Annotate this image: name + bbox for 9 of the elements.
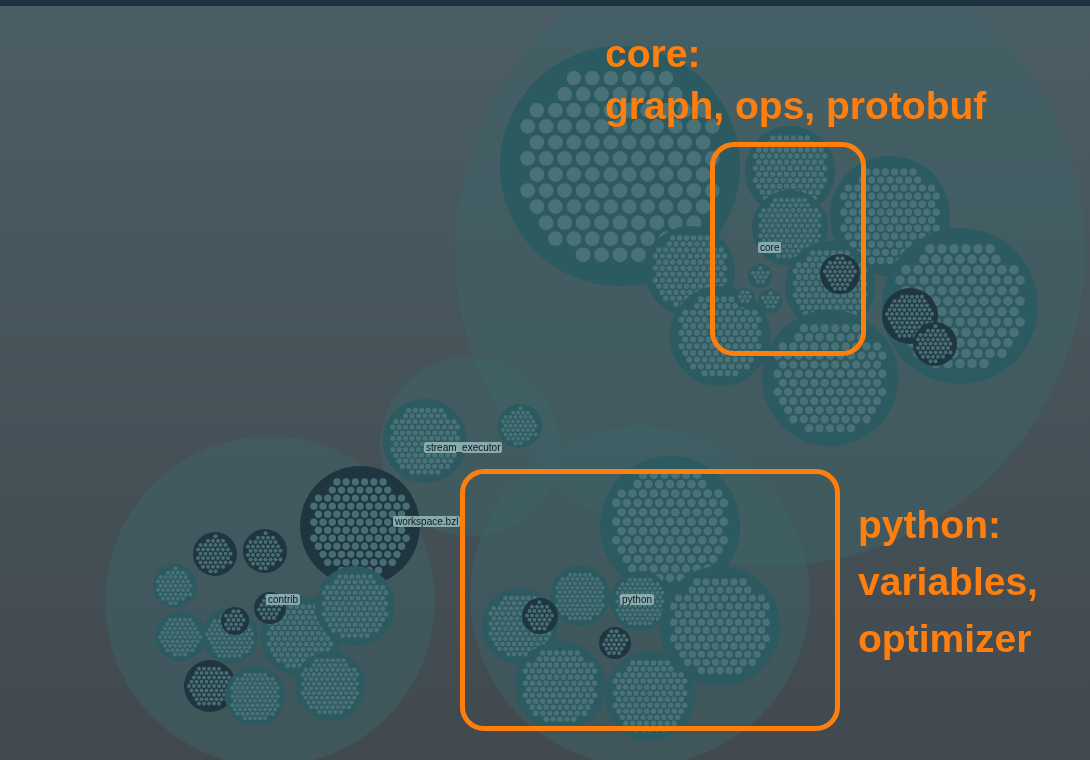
cluster-label: core — [758, 242, 782, 253]
callout-heading: core: — [605, 31, 701, 77]
cluster-label: python — [620, 594, 655, 605]
callout-heading: python: — [858, 502, 1001, 548]
cluster-label: contrib — [266, 594, 300, 605]
cluster-label: workspace.bzl — [393, 516, 461, 527]
cluster-label: stream_executor — [424, 442, 503, 453]
callout-text: variables, optimizer — [858, 559, 1039, 662]
callout-text: graph, ops, protobuf — [605, 83, 987, 129]
